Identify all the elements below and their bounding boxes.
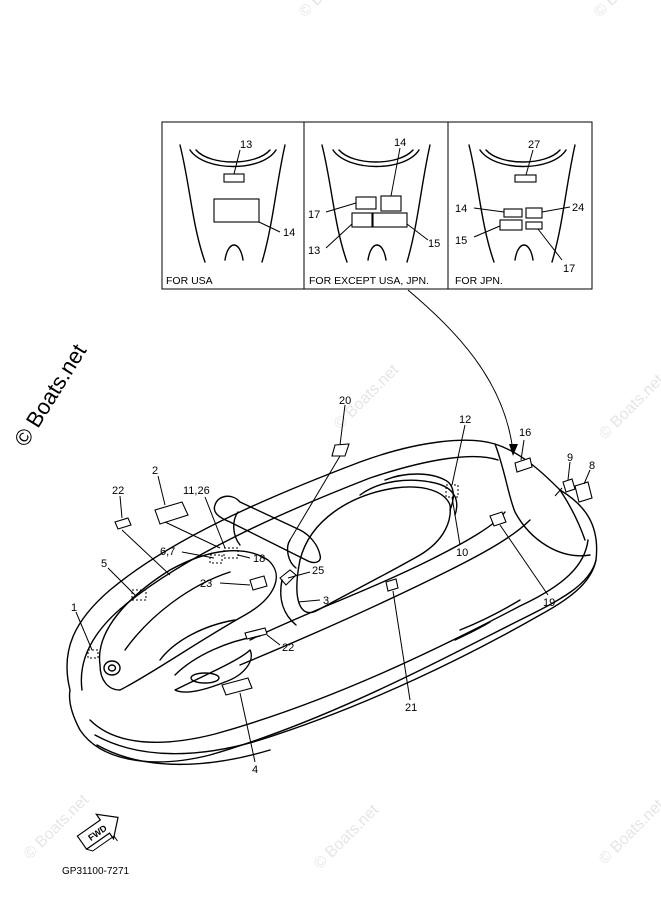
watermark-faint: © Boats.net: [596, 796, 661, 868]
decal-22b: [244, 627, 268, 640]
callout-label: 14: [394, 137, 406, 149]
watermark-faint: © Boats.net: [311, 801, 383, 873]
decal-14: [213, 198, 260, 223]
callout-label: 8: [589, 460, 595, 472]
callout-label: 5: [101, 558, 107, 570]
leader-lines: [75, 404, 591, 763]
decal-1: [87, 649, 99, 659]
decal-17: [355, 196, 377, 210]
inset-caption: FOR USA: [166, 275, 213, 287]
callout-label: 15: [455, 235, 467, 247]
callout-label: 9: [567, 452, 573, 464]
decal-4: [221, 677, 253, 696]
callout-label: 20: [339, 395, 351, 407]
leader-arrow: [407, 289, 514, 453]
callout-label: 25: [312, 565, 324, 577]
decal-17: [525, 221, 543, 230]
watermark-faint: © Boats.net: [21, 791, 93, 863]
decal-8: [574, 481, 593, 503]
callout-label: 17: [563, 263, 575, 275]
callout-label: 23: [200, 578, 212, 590]
callout-label: 4: [252, 764, 258, 776]
watermark-faint: © Boats.net: [596, 371, 661, 443]
watermark-faint: © Boats.net: [591, 0, 661, 21]
decal-27: [514, 174, 537, 183]
callout-label: 21: [405, 702, 417, 714]
callout-label: 14: [455, 203, 467, 215]
arrow-head: [509, 444, 518, 456]
callout-label: 6,7: [160, 546, 175, 558]
inset-caption: FOR JPN.: [455, 275, 503, 287]
decal-15: [499, 219, 523, 231]
callout-label: 16: [519, 427, 531, 439]
callout-label: 3: [323, 595, 329, 607]
callout-label: 10: [456, 547, 468, 559]
decal-2: [154, 501, 189, 525]
inset-panel-jpn: 27 14 24 15 17 FOR JPN.: [455, 139, 584, 287]
decal-21: [385, 578, 399, 592]
callout-label: 14: [283, 227, 295, 239]
callout-label: 2: [152, 465, 158, 477]
decal-6-7: [209, 554, 223, 564]
decal-16: [514, 457, 533, 473]
watercraft-illustration: [66, 439, 598, 766]
callout-label: 11,26: [183, 485, 210, 497]
watermark-main: © Boats.net: [9, 340, 91, 451]
decal-24: [525, 207, 543, 219]
callout-label: 22: [112, 485, 124, 497]
watermark-faint: © Boats.net: [296, 0, 368, 21]
callout-label: 27: [528, 139, 540, 151]
callout-label: 1: [71, 602, 77, 614]
decal-14: [380, 195, 402, 212]
inset-panels: 13 14 FOR USA 14 17 13 15 FOR EXCEPT USA…: [161, 121, 593, 290]
part-code: GP31100-7271: [62, 866, 130, 877]
callout-label: 15: [428, 238, 440, 250]
decal-19: [489, 511, 507, 527]
decal-18: [223, 547, 239, 559]
decal-23: [249, 575, 268, 591]
callout-label: 12: [459, 414, 471, 426]
callout-label: 24: [572, 202, 584, 214]
inset-panel-except-usa-jpn: 14 17 13 15 FOR EXCEPT USA, JPN.: [308, 137, 440, 287]
callout-label: 22: [282, 642, 294, 654]
callout-label: 17: [308, 209, 320, 221]
callout-label: 18: [253, 553, 265, 565]
decal-20: [331, 443, 350, 457]
callout-numbers: 20 12 16 9 8 2 22 11,26 6,7 18 5 23 25 1…: [71, 395, 595, 776]
inset-panel-usa: 13 14 FOR USA: [166, 139, 295, 287]
fwd-arrow: FWD: [76, 813, 119, 852]
decal-13: [351, 212, 373, 228]
inset-caption: FOR EXCEPT USA, JPN.: [309, 275, 429, 287]
callout-label: 13: [240, 139, 252, 151]
callout-label: 19: [543, 597, 555, 609]
inset-frame: [161, 121, 593, 290]
decal-22: [114, 517, 132, 530]
decal-14: [503, 208, 523, 218]
decal-9: [562, 478, 576, 493]
decal-13: [223, 173, 245, 183]
callout-label: 13: [308, 245, 320, 257]
decal-15: [372, 212, 408, 228]
